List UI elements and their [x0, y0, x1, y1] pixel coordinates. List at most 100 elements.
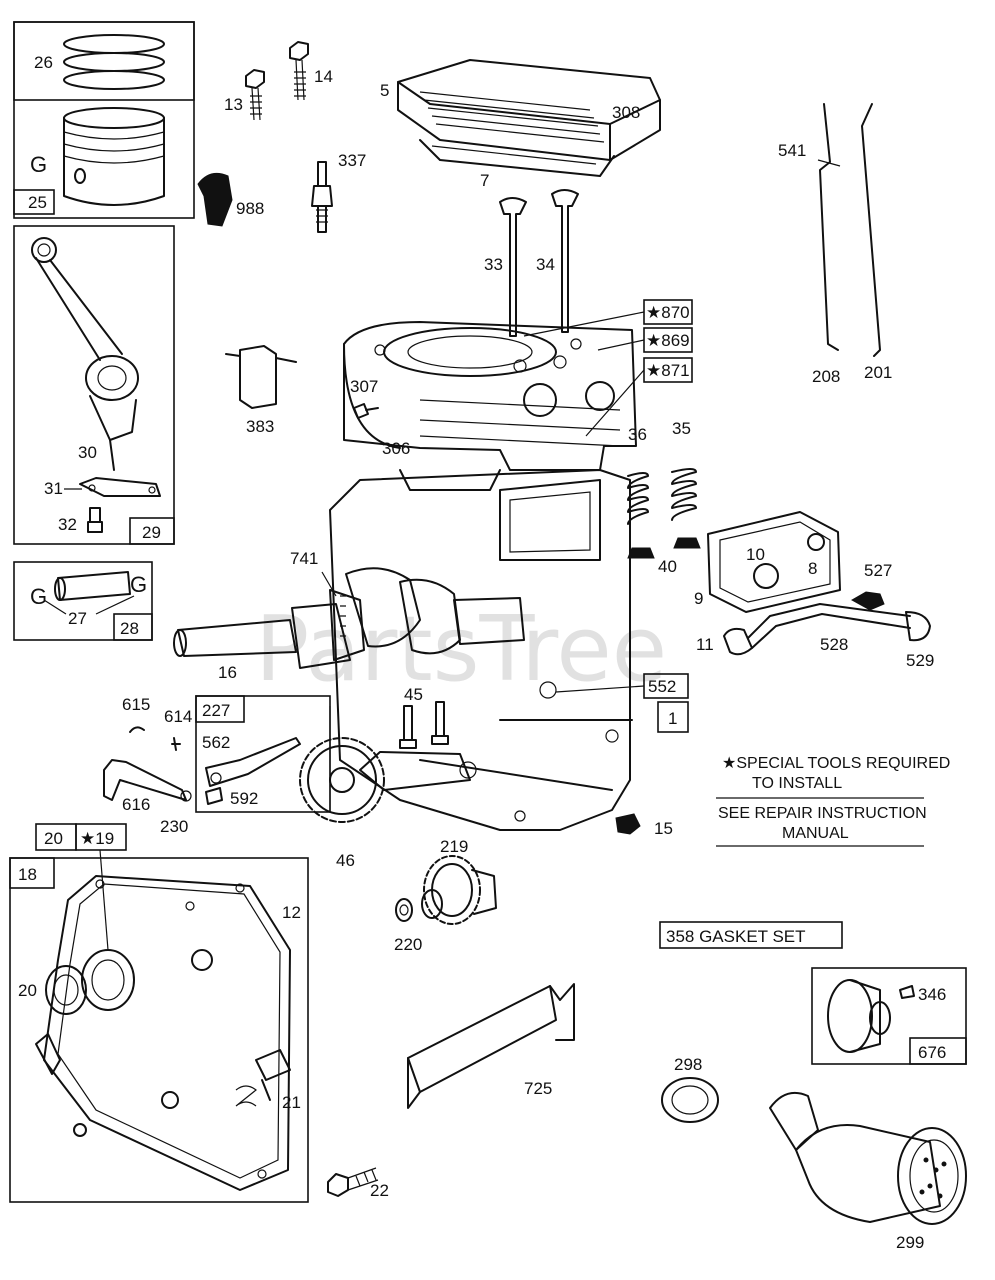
tappets-icon [399, 701, 449, 749]
connecting-rod-assembly [13, 225, 175, 545]
label-208: 208 [812, 367, 840, 386]
label-40: 40 [658, 557, 677, 576]
label-18: 18 [18, 865, 37, 884]
label-28: 28 [120, 619, 139, 638]
label-20-top: 20 [44, 829, 63, 848]
label-307: 307 [350, 377, 378, 396]
rod-cap-plate-icon [79, 477, 161, 497]
piston-assembly [13, 21, 195, 219]
label-383: 383 [246, 417, 274, 436]
piston-rings-icon [63, 34, 165, 90]
notes-block: ★SPECIAL TOOLS REQUIRED TO INSTALL SEE R… [716, 755, 950, 847]
label-20-left: 20 [18, 981, 37, 1000]
label-19: ★19 [80, 829, 114, 848]
screw-307-icon [353, 403, 379, 419]
bolt-22-icon [327, 1167, 379, 1197]
muffler-guard-assembly [811, 967, 967, 1065]
label-592: 592 [230, 789, 258, 808]
note-special-tools-2: TO INSTALL [752, 775, 842, 792]
label-16: 16 [218, 663, 237, 682]
label-552: 552 [648, 677, 676, 696]
label-346: 346 [918, 985, 946, 1004]
label-36: 36 [628, 425, 647, 444]
piston-box [13, 21, 195, 219]
label-33: 33 [484, 255, 503, 274]
pin-box [13, 561, 153, 641]
label-298: 298 [674, 1055, 702, 1074]
label-box-29 [129, 517, 175, 545]
label-15: 15 [654, 819, 673, 838]
label-988: 988 [236, 199, 264, 218]
label-12: 12 [282, 903, 301, 922]
label-46: 46 [336, 851, 355, 870]
label-219: 219 [440, 837, 468, 856]
label-11: 11 [696, 635, 714, 654]
label-528: 528 [820, 635, 848, 654]
label-G-pin-right: G [130, 572, 147, 597]
piston-pin-assembly [13, 561, 153, 641]
label-box-19 [75, 823, 127, 851]
drain-plug-icon [615, 813, 641, 835]
rod-bolt-icon [87, 507, 103, 533]
label-741: 741 [290, 549, 318, 568]
label-G-pin-left: G [30, 584, 47, 609]
crankcase-cover-icon [35, 875, 291, 1191]
label-21: 21 [282, 1093, 301, 1112]
label-201: 201 [864, 363, 892, 382]
label-616: 616 [122, 795, 150, 814]
label-G-piston: G [30, 152, 47, 177]
label-220: 220 [394, 935, 422, 954]
screw-346-icon [899, 985, 915, 999]
label-871: ★871 [646, 361, 690, 380]
label-299: 299 [896, 1233, 924, 1252]
label-27: 27 [68, 609, 87, 628]
label-541: 541 [778, 141, 806, 160]
governor-link-icon [817, 103, 881, 357]
label-8: 8 [808, 559, 817, 578]
clip-527-icon [850, 591, 885, 611]
label-308: 308 [612, 103, 640, 122]
label-227: 227 [202, 701, 230, 720]
valves-icon [499, 189, 579, 337]
muffler-nut-icon [661, 1077, 719, 1123]
label-230: 230 [160, 817, 188, 836]
label-615: 615 [122, 695, 150, 714]
label-22: 22 [370, 1181, 389, 1200]
label-box-18 [9, 857, 55, 889]
label-45: 45 [404, 685, 423, 704]
label-614: 614 [164, 707, 192, 726]
label-529: 529 [906, 651, 934, 670]
label-676: 676 [918, 1043, 946, 1062]
shield-725-icon [407, 983, 575, 1109]
note-special-tools-1: ★SPECIAL TOOLS REQUIRED [722, 755, 950, 772]
tool-383-icon [225, 345, 297, 409]
label-337: 337 [338, 151, 366, 170]
gasket-set-box [659, 921, 843, 949]
leader-27 [43, 595, 135, 615]
label-31: 31 [44, 479, 63, 498]
label-527: 527 [864, 561, 892, 580]
label-box-676 [909, 1037, 967, 1065]
guard-box [811, 967, 967, 1065]
leader-741 [321, 571, 337, 597]
bolt-13-icon [245, 69, 265, 121]
label-10: 10 [746, 545, 765, 564]
breather-assembly-icon [707, 511, 841, 613]
valve-spring-35-icon [671, 468, 697, 521]
note-repair-1: SEE REPAIR INSTRUCTION [718, 805, 927, 822]
spark-plug-icon [311, 161, 333, 233]
governor-crank-icon [103, 726, 192, 802]
valve-spring-36-icon [627, 472, 649, 525]
label-306: 306 [382, 439, 410, 458]
label-34: 34 [536, 255, 555, 274]
label-box-25 [13, 189, 55, 215]
note-repair-2: MANUAL [782, 825, 849, 842]
label-32: 32 [58, 515, 77, 534]
governor-gear-icon [421, 855, 497, 925]
muffler-icon [769, 1092, 967, 1225]
piston-pin-icon [54, 571, 131, 601]
label-30: 30 [78, 443, 97, 462]
gasket-set-label: 358 GASKET SET [666, 927, 806, 946]
label-29: 29 [142, 523, 161, 542]
